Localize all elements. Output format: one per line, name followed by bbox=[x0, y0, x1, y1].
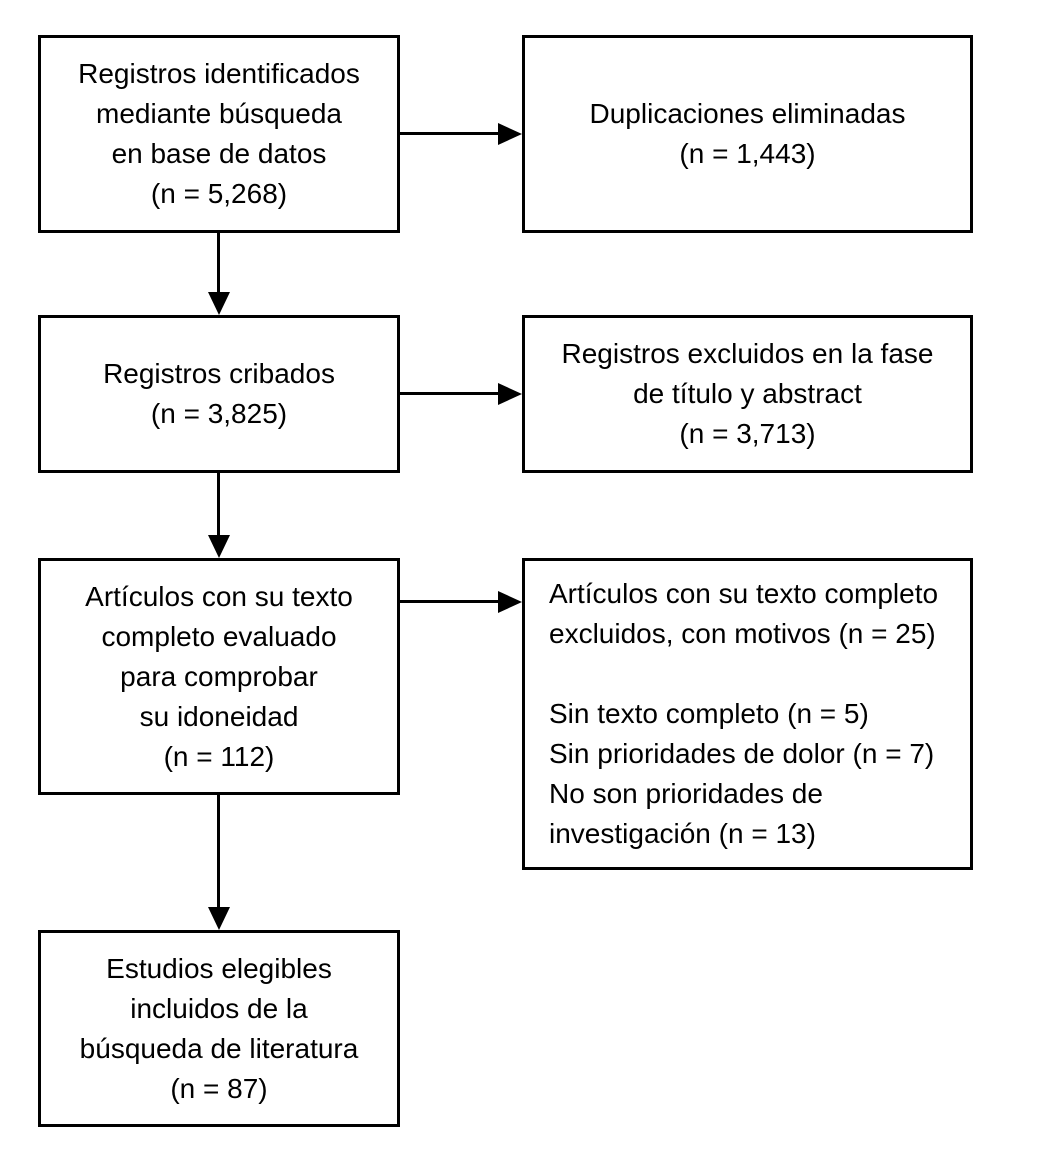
node-fulltext-assessed: Artículos con su texto completo evaluado… bbox=[38, 558, 400, 795]
arrowhead-right-icon bbox=[498, 123, 522, 145]
arrow-line bbox=[400, 600, 500, 603]
node-records-screened: Registros cribados (n = 3,825) bbox=[38, 315, 400, 473]
arrow-line bbox=[400, 132, 500, 135]
node-duplicates-removed: Duplicaciones eliminadas (n = 1,443) bbox=[522, 35, 973, 233]
arrow-line bbox=[400, 392, 500, 395]
arrowhead-right-icon bbox=[498, 383, 522, 405]
arrowhead-right-icon bbox=[498, 591, 522, 613]
arrow-line bbox=[217, 795, 220, 910]
node-records-identified: Registros identificados mediante búsqued… bbox=[38, 35, 400, 233]
arrowhead-down-icon bbox=[208, 907, 230, 930]
node-studies-included: Estudios elegibles incluidos de la búsqu… bbox=[38, 930, 400, 1127]
arrowhead-down-icon bbox=[208, 535, 230, 558]
arrow-line bbox=[217, 473, 220, 538]
arrowhead-down-icon bbox=[208, 292, 230, 315]
arrow-line bbox=[217, 233, 220, 295]
node-fulltext-excluded: Artículos con su texto completo excluido… bbox=[522, 558, 973, 870]
node-records-excluded-title-abstract: Registros excluidos en la fase de título… bbox=[522, 315, 973, 473]
